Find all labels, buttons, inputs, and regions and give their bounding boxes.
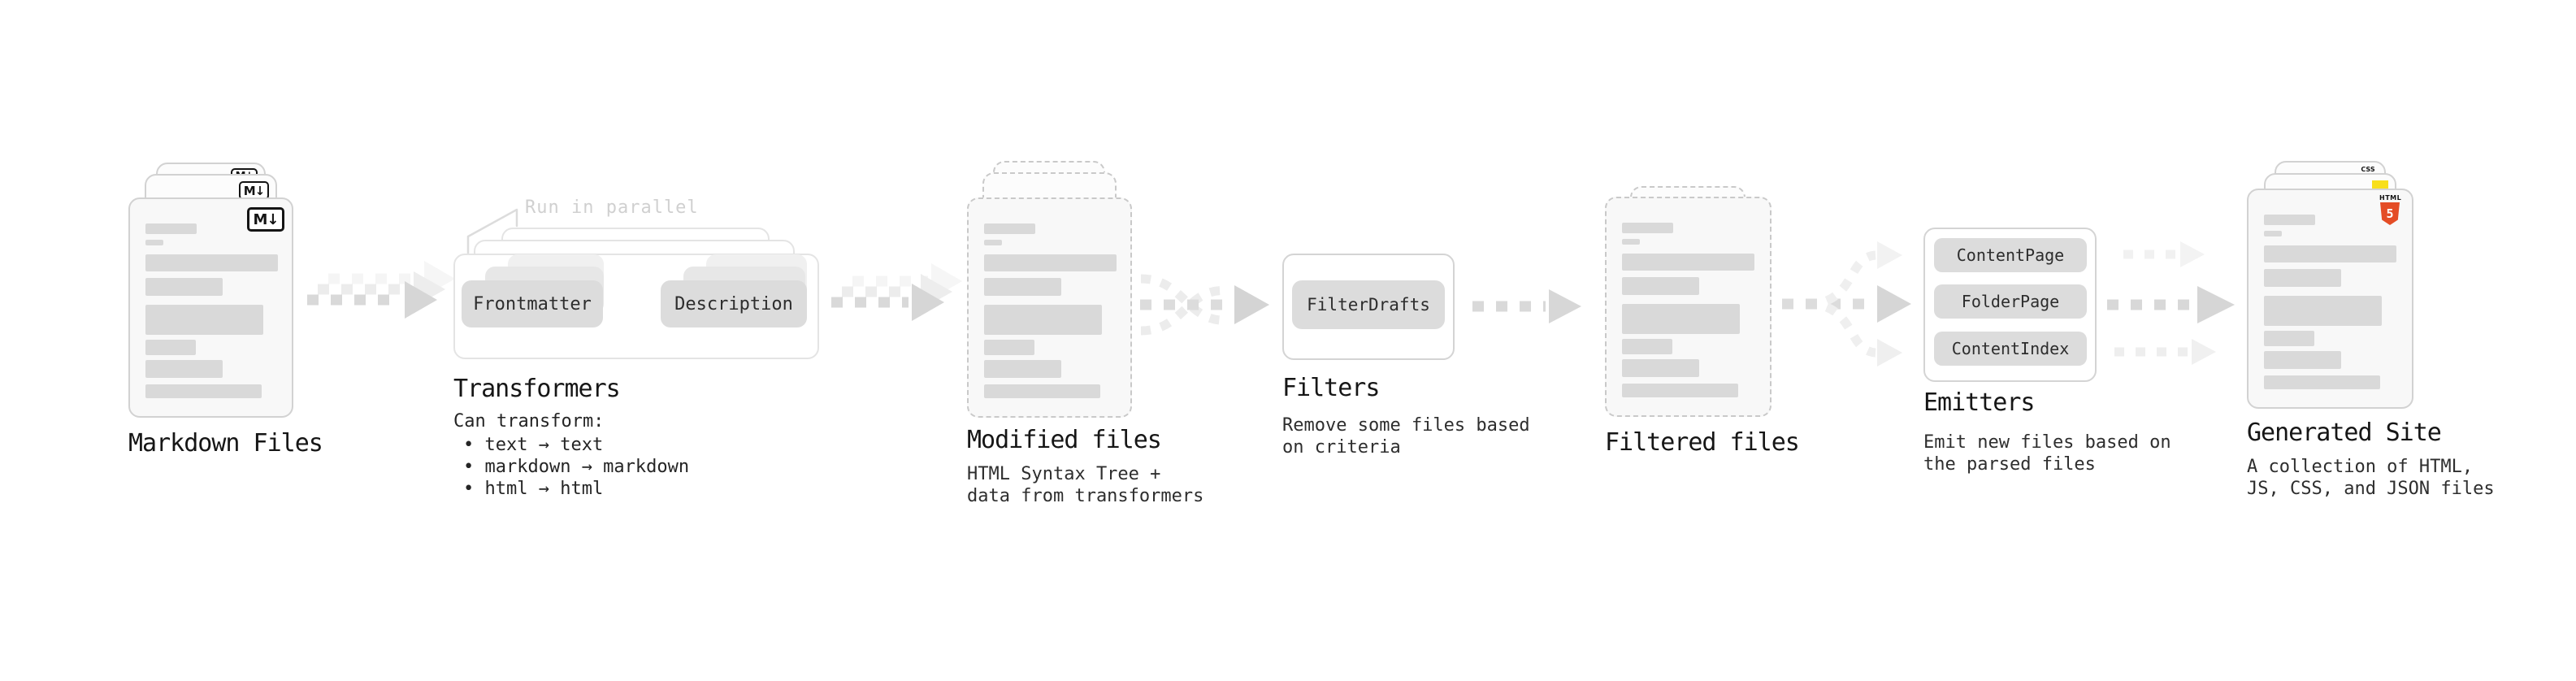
skeleton-text-line [145, 223, 197, 234]
skeleton-text-line [1622, 384, 1738, 397]
css-icon-label: CSS [2361, 166, 2375, 173]
skeleton-text-line [1622, 339, 1672, 354]
stage-generated-site: CSS HTML 5 Generated Site A collection o… [2247, 159, 2515, 517]
run-in-parallel-callout: Run in parallel [525, 197, 699, 218]
filter-drafts-pill: FilterDrafts [1292, 280, 1445, 329]
html5-icon: HTML 5 [2379, 194, 2402, 225]
generated-site-description: A collection of HTML, JS, CSS, and JSON … [2247, 457, 2495, 499]
skeleton-text-line [2264, 231, 2282, 236]
stage-markdown-files: M↓ M↓ M↓ Markdown Files [128, 161, 372, 510]
skeleton-text-line [984, 240, 1002, 245]
stage-transformers: Frontmatter Description Transformers Can… [453, 228, 835, 512]
skeleton-text-line [2264, 269, 2341, 287]
stage-label-filtered-files: Filtered files [1605, 428, 1800, 457]
skeleton-text-line [1622, 254, 1754, 271]
skeleton-text-line [145, 384, 262, 398]
markdown-file-card-front: M↓ [128, 197, 293, 418]
stage-label-generated-site: Generated Site [2247, 419, 2442, 447]
skeleton-text-line [145, 305, 263, 335]
skeleton-text-line [2264, 245, 2396, 262]
skeleton-text-line [2264, 351, 2341, 369]
arrow-transformers-to-modified [831, 263, 962, 321]
skeleton-text-line [1622, 223, 1673, 233]
skeleton-text-line [984, 384, 1100, 398]
javascript-icon [2372, 180, 2388, 191]
skeleton-text-line [1622, 304, 1740, 334]
stage-label-modified-files: Modified files [967, 426, 1162, 454]
filters-description: Remove some files based on criteria [1282, 415, 1530, 458]
stage-emitters: ContentPage FolderPage ContentIndex Emit… [1923, 228, 2184, 488]
markdown-icon: M↓ [247, 207, 284, 232]
emitter-folder-page-pill: FolderPage [1934, 284, 2087, 319]
skeleton-text-line [2264, 296, 2382, 326]
skeleton-text-line [984, 340, 1034, 355]
stage-label-filters: Filters [1282, 374, 1380, 402]
transformers-desc-title: Can transform: [453, 411, 605, 432]
skeleton-text-line [145, 278, 223, 296]
stage-filters: FilterDrafts Filters Remove some files b… [1282, 254, 1542, 465]
html5-icon-label: HTML [2379, 194, 2402, 202]
transformer-description-pill: Description [661, 280, 807, 327]
stage-filtered-files: Filtered files [1605, 176, 1849, 468]
skeleton-text-line [984, 223, 1035, 234]
skeleton-text-line [1622, 359, 1699, 377]
skeleton-text-line [1622, 239, 1640, 245]
stage-modified-files: Modified files HTML Syntax Tree + data f… [967, 159, 1211, 517]
modified-file-card-front [967, 197, 1132, 418]
emitter-content-index-pill: ContentIndex [1934, 332, 2087, 366]
skeleton-text-line [145, 340, 196, 355]
bullet-item: • markdown → markdown [463, 457, 690, 477]
bullet-item: • text → text [463, 435, 604, 455]
skeleton-text-line [145, 360, 223, 378]
skeleton-text-line [984, 254, 1117, 271]
skeleton-text-line [145, 240, 163, 245]
stage-label-markdown-files: Markdown Files [128, 429, 323, 458]
skeleton-text-line [1622, 277, 1699, 295]
skeleton-text-line [984, 278, 1061, 296]
filtered-file-card-front [1605, 197, 1772, 417]
bullet-item: • html → html [463, 479, 604, 499]
skeleton-text-line [984, 305, 1102, 335]
transformer-frontmatter-pill: Frontmatter [462, 280, 603, 327]
html5-icon-shield: 5 [2380, 202, 2400, 225]
skeleton-text-line [2264, 331, 2314, 346]
skeleton-text-line [145, 254, 278, 271]
stage-label-emitters: Emitters [1923, 388, 2035, 417]
skeleton-text-line [2264, 215, 2315, 225]
modified-files-description: HTML Syntax Tree + data from transformer… [967, 464, 1204, 506]
transformers-bullet-list: • text → text • markdown → markdown • ht… [463, 434, 689, 500]
generated-html-file-card: HTML 5 [2247, 189, 2413, 409]
emitters-description: Emit new files based on the parsed files [1923, 432, 2171, 475]
emitter-content-page-pill: ContentPage [1934, 238, 2087, 272]
stage-label-transformers: Transformers [453, 375, 621, 403]
skeleton-text-line [984, 360, 1061, 378]
skeleton-text-line [2264, 375, 2380, 389]
